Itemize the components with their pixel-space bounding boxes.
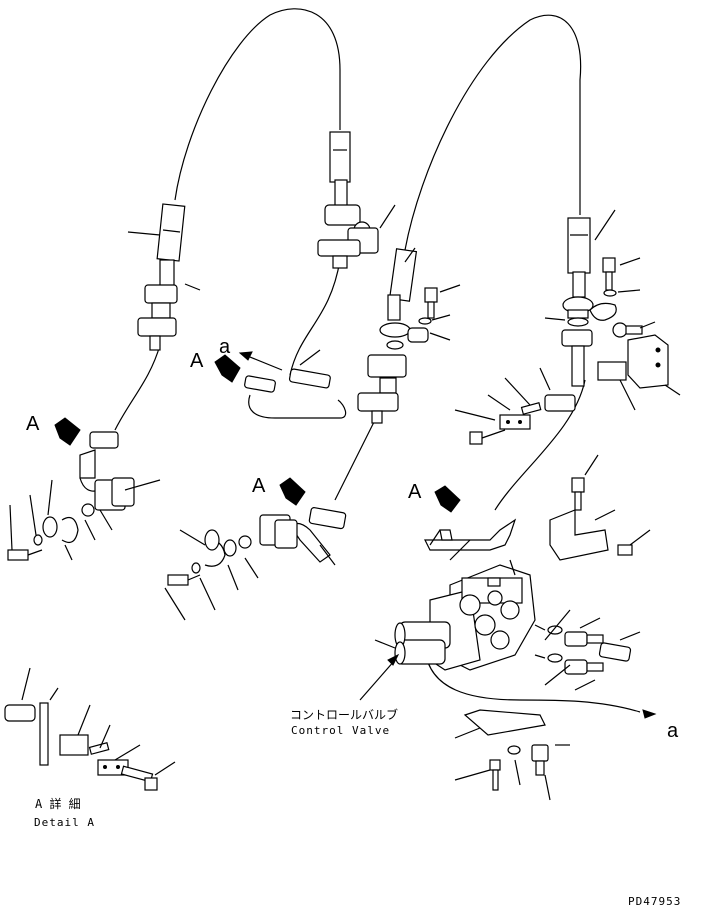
cable-end-assembly-3 bbox=[357, 247, 461, 424]
control-valve-label-en: Control Valve bbox=[291, 724, 390, 737]
cable-end-assembly-4 bbox=[544, 209, 656, 387]
valve-bracket-upper bbox=[549, 454, 651, 561]
callout-label-a-2: A bbox=[190, 350, 204, 372]
cable-1-lower bbox=[114, 344, 161, 431]
control-valve bbox=[359, 518, 536, 701]
callout-arrow-3 bbox=[279, 477, 306, 506]
callout-label-a-1: A bbox=[26, 413, 40, 435]
control-valve-label-jp: コントロールバルブ bbox=[290, 707, 398, 722]
valve-bracket-lower bbox=[454, 709, 570, 801]
detail-ref-lower: a bbox=[667, 720, 679, 742]
ref-arrow-lower-head bbox=[642, 709, 657, 719]
cable-end-assembly-2 bbox=[317, 131, 396, 269]
callout-arrow-4 bbox=[434, 485, 461, 513]
fitting-group-left bbox=[7, 431, 161, 561]
cable-end-assembly-1 bbox=[127, 203, 201, 351]
callout-label-a-4: A bbox=[408, 481, 422, 503]
cable-1 bbox=[174, 8, 341, 201]
cable-to-a bbox=[424, 649, 641, 713]
valve-fittings bbox=[534, 609, 641, 691]
detail-a-drawing bbox=[4, 667, 176, 791]
cable-5 bbox=[494, 379, 586, 511]
cable-2 bbox=[289, 259, 341, 376]
callout-arrow-1 bbox=[54, 417, 81, 446]
fitting-group-middle bbox=[164, 507, 347, 621]
detail-a-label-jp: A 詳 細 bbox=[35, 796, 81, 811]
cable-connector-a bbox=[244, 349, 347, 419]
mounting-bracket-right bbox=[597, 334, 681, 411]
detail-a-label-en: Detail A bbox=[34, 816, 95, 829]
callout-arrow-2 bbox=[214, 354, 241, 383]
clamp-parts-right bbox=[454, 367, 576, 445]
drawing-number: PD47953 bbox=[628, 895, 681, 908]
ref-arrow-upper-head bbox=[238, 351, 253, 361]
callout-label-a-3: A bbox=[252, 475, 266, 497]
ref-arrow-upper-line bbox=[244, 354, 283, 371]
detail-ref-upper: a bbox=[219, 336, 231, 358]
cable-3 bbox=[404, 14, 582, 251]
